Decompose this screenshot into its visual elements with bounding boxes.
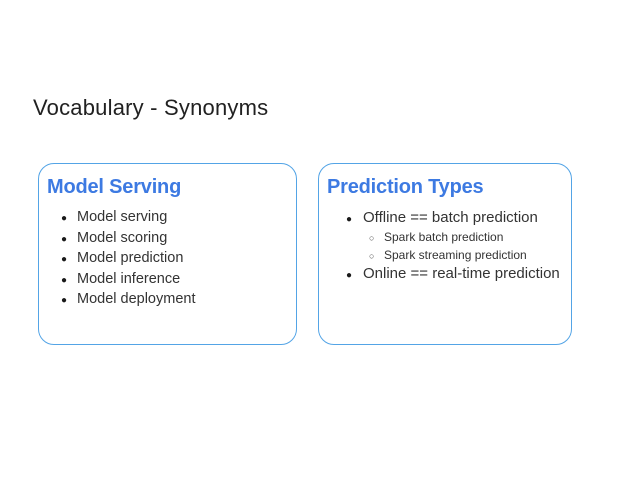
sub-list-item-label: Spark batch prediction [384,230,504,244]
list-item-label: Model prediction [77,250,184,266]
list-item: ● Model inference [61,270,296,291]
list-item-label: Model serving [77,209,168,225]
model-serving-list: ● Model serving ● Model scoring ● Model … [39,208,296,311]
prediction-types-list: ● Offline == batch prediction ○ Spark ba… [319,208,571,285]
bullet-dot-icon: ● [346,270,353,281]
list-item: ● Offline == batch prediction ○ Spark ba… [346,208,571,264]
card-heading-model-serving: Model Serving [47,176,182,198]
list-item-label: Model inference [77,270,181,287]
bullet-dot-icon: ● [61,233,68,245]
list-item-label: Model deployment [77,291,196,307]
bullet-dot-icon: ● [61,295,68,306]
list-item-label: Online == real-time prediction [363,265,560,282]
slide-title: Vocabulary - Synonyms [33,95,269,120]
offline-sub-list: ○ Spark batch prediction ○ Spark streami… [346,229,571,264]
prediction-types-card: Prediction Types ● Offline == batch pred… [318,163,572,345]
list-item: ● Model deployment [61,290,296,311]
sub-list-item-label: Spark streaming prediction [384,247,527,262]
list-item: ● Model scoring [61,229,296,250]
bullet-dot-icon: ● [61,274,68,286]
sub-list-item: ○ Spark streaming prediction [369,247,571,265]
list-item: ● Model prediction [61,249,296,270]
bullet-circle-icon: ○ [369,233,375,243]
list-item: ● Online == real-time prediction [346,264,571,285]
list-item-label: Model scoring [77,229,168,246]
sub-list-item: ○ Spark batch prediction [369,229,571,247]
bullet-dot-icon: ● [61,254,68,265]
bullet-dot-icon: ● [346,214,353,225]
card-heading-prediction-types: Prediction Types [327,176,484,198]
bullet-dot-icon: ● [61,213,68,224]
list-item: ● Model serving [61,208,296,229]
list-item-label: Offline == batch prediction [363,209,538,226]
bullet-circle-icon: ○ [369,250,375,261]
model-serving-card: Model Serving ● Model serving ● Model sc… [38,163,297,345]
